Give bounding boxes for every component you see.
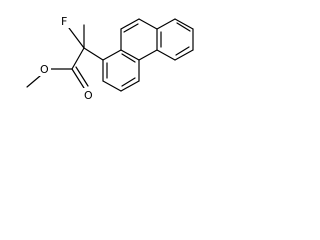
phenanthrene-ring-right — [156, 18, 194, 61]
atom-label-ester-oxygen: O — [39, 62, 51, 76]
atom-label-fluorine: F — [60, 14, 72, 28]
molecule-structure: F O O — [26, 14, 194, 102]
phenanthrene-ring-left — [102, 49, 140, 92]
svg-text:O: O — [40, 63, 49, 76]
svg-text:O: O — [84, 89, 93, 102]
substituent-chain — [26, 24, 104, 89]
phenanthrene-ring-middle — [120, 18, 158, 61]
atom-label-carbonyl-oxygen: O — [83, 88, 95, 102]
svg-text:F: F — [61, 15, 67, 28]
structure-canvas: F O O — [0, 0, 232, 125]
